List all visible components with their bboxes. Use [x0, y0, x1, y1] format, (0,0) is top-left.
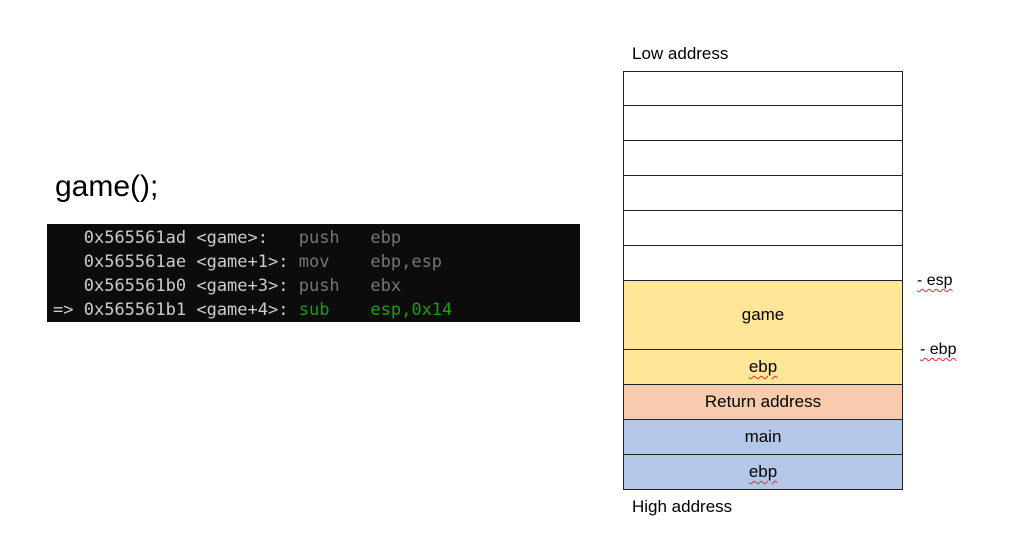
esp-pointer-label: - esp	[917, 272, 953, 289]
ebp-pointer-label: - ebp	[920, 341, 957, 358]
disassembly-line: 0x565561ae <game+1>: mov ebp,esp	[83, 252, 443, 272]
stack-cell-empty	[623, 106, 903, 141]
stack-cell-saved-ebp: ebp	[623, 350, 903, 385]
stack-cell-main: main	[623, 420, 903, 455]
stack-cell-main-ebp: ebp	[623, 455, 903, 490]
stack-cell-empty	[623, 141, 903, 176]
stack-diagram: game ebp Return address main ebp	[623, 71, 903, 490]
stack-cell-game: game	[623, 281, 903, 350]
stack-cell-return-address: Return address	[623, 385, 903, 420]
low-address-label: Low address	[632, 44, 729, 63]
disassembly-line: 0x565561ad <game>: push ebp	[83, 228, 402, 248]
stack-cell-empty	[623, 246, 903, 281]
stack-cell-empty	[623, 211, 903, 246]
disassembly-line-current: => 0x565561b1 <game+4>: sub esp,0x14	[53, 300, 453, 320]
stack-cell-empty	[623, 176, 903, 211]
stack-cell-empty	[623, 71, 903, 106]
disassembly-terminal: 0x565561ad <game>: push ebp 0x565561ae <…	[47, 224, 580, 322]
disassembly-line: 0x565561b0 <game+3>: push ebx	[83, 276, 402, 296]
function-call-title: game();	[55, 170, 159, 203]
high-address-label: High address	[632, 497, 733, 516]
